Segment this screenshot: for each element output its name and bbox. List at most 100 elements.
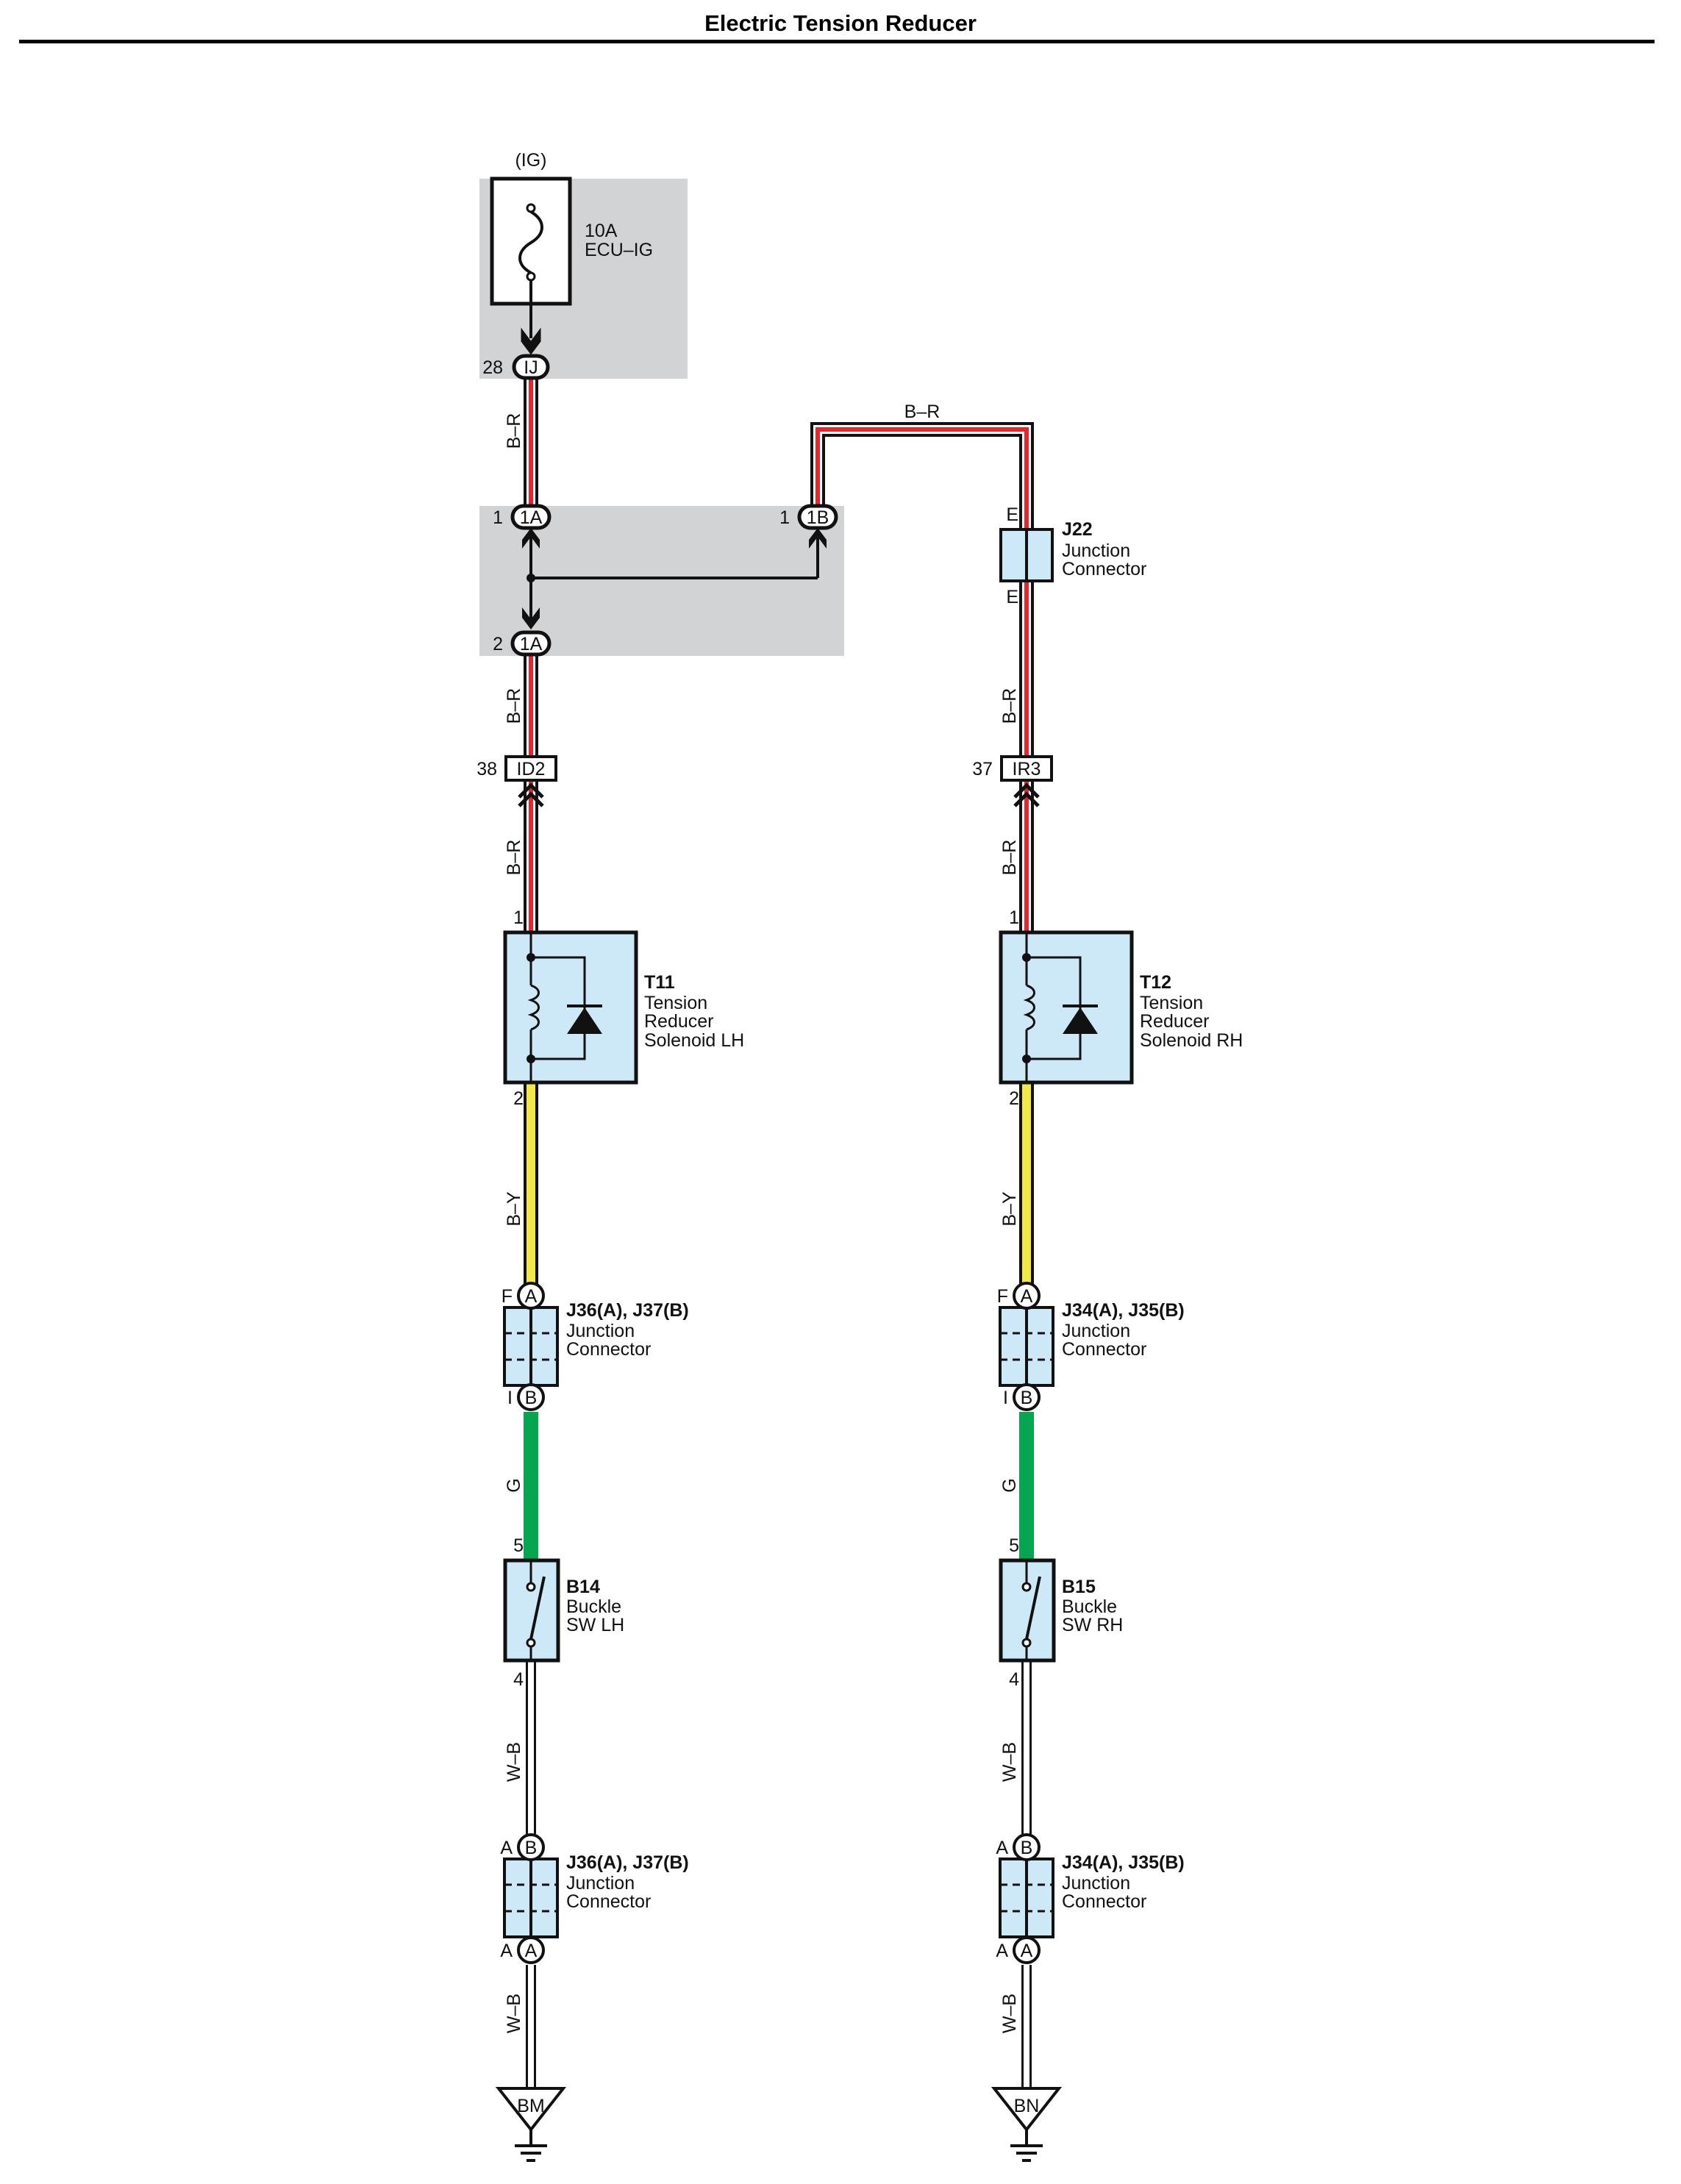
solenoid-rh-pin-bottom: 2	[1009, 1088, 1019, 1109]
svg-text:B: B	[1021, 1388, 1033, 1408]
j22-line2: Connector	[1062, 559, 1146, 579]
wire-label-right-lower: B–R	[999, 840, 1020, 876]
jc-right-lower-line2: Connector	[1062, 1891, 1146, 1912]
arrow-down-icon	[521, 327, 541, 355]
fuse-name: ECU–IG	[585, 240, 653, 260]
svg-text:1A: 1A	[520, 507, 543, 528]
connector-id2-pin: 38	[477, 759, 497, 779]
buckle-switch-lh-icon	[503, 1558, 560, 1663]
j22-junction-connector	[999, 528, 1054, 582]
jc-right-lower-top-pin: A	[996, 1838, 1008, 1858]
j22-id: J22	[1062, 519, 1093, 540]
buckle-rh-pin-top: 5	[1009, 1535, 1019, 1556]
jc-right-lower: B A	[999, 1833, 1054, 1964]
jc-right-upper-top-pin: F	[997, 1286, 1008, 1307]
page-title: Electric Tension Reducer	[704, 10, 977, 36]
wire-label-left-lower: B–R	[504, 840, 524, 876]
solenoid-lh-id: T11	[644, 972, 675, 993]
buckle-lh-pin-bottom: 4	[513, 1669, 524, 1690]
solenoid-lh-line1: Tension	[644, 993, 707, 1013]
svg-text:B: B	[525, 1388, 538, 1408]
solenoid-rh-line3: Solenoid RH	[1140, 1030, 1243, 1051]
connector-ij-pin: 28	[482, 357, 503, 378]
solenoid-rh-id: T12	[1140, 972, 1171, 993]
wire-label-left-mid: B–R	[504, 688, 524, 724]
connector-1a-upper-pin: 1	[493, 507, 503, 528]
jc-right-upper-line1: Junction	[1062, 1321, 1130, 1341]
svg-text:A: A	[525, 1286, 538, 1307]
connector-id2: ID2	[504, 755, 557, 807]
jc-left-upper: A B	[503, 1282, 559, 1411]
ground-right-icon: BN	[993, 2087, 1060, 2162]
solenoid-lh-line2: Reducer	[644, 1011, 714, 1032]
svg-text:A: A	[525, 1941, 538, 1961]
svg-text:1B: 1B	[807, 507, 829, 528]
solenoid-lh-line3: Solenoid LH	[644, 1030, 744, 1051]
svg-text:A: A	[1021, 1286, 1033, 1307]
jc-left-lower-top-pin: A	[500, 1838, 513, 1858]
buckle-lh-line2: SW LH	[566, 1615, 624, 1635]
connector-ij: IJ	[512, 354, 550, 380]
jc-left-lower-id: J36(A), J37(B)	[566, 1852, 689, 1873]
solenoid-rh-icon	[999, 930, 1134, 1085]
svg-text:ID2: ID2	[517, 759, 546, 779]
title-rule	[19, 40, 1655, 43]
solenoid-rh-line2: Reducer	[1140, 1011, 1210, 1032]
buckle-rh-line2: SW RH	[1062, 1615, 1123, 1635]
svg-text:A: A	[1021, 1941, 1033, 1961]
solenoid-rh-pin-top: 1	[1009, 907, 1019, 928]
jc-left-upper-line2: Connector	[566, 1339, 651, 1360]
svg-text:BM: BM	[517, 2096, 545, 2116]
wire-label-right-mid: B–R	[999, 688, 1020, 724]
wire-label-right-wb-upper: W–B	[999, 1742, 1020, 1782]
j22-pin-top: E	[1006, 504, 1018, 525]
solenoid-rh-line1: Tension	[1140, 993, 1203, 1013]
jc-right-lower-bottom-pin: A	[996, 1941, 1008, 1961]
power-source-label: (IG)	[515, 150, 546, 171]
wire-label-left-yellow: B–Y	[504, 1191, 524, 1227]
svg-text:BN: BN	[1014, 2096, 1040, 2116]
connector-1b-pin: 1	[779, 507, 790, 528]
junction-block-bus	[522, 528, 827, 629]
jc-right-lower-line1: Junction	[1062, 1873, 1130, 1894]
jc-left-lower-line2: Connector	[566, 1891, 651, 1912]
ground-left-icon: BM	[497, 2087, 565, 2162]
connector-ir3-pin: 37	[972, 759, 993, 779]
wire-label-crossover: B–R	[904, 402, 941, 422]
connector-1b: 1B	[797, 504, 838, 530]
jc-left-upper-bottom-pin: I	[507, 1388, 513, 1408]
buckle-rh-line1: Buckle	[1062, 1596, 1117, 1617]
fuse-icon	[490, 176, 572, 338]
j22-line1: Junction	[1062, 540, 1130, 561]
jc-right-upper: A B	[999, 1282, 1054, 1411]
wire-label-left-wb-upper: W–B	[504, 1742, 524, 1782]
fuse-rating: 10A	[585, 221, 618, 241]
wire-label-left-upper: B–R	[504, 413, 524, 449]
svg-text:B: B	[1021, 1838, 1033, 1858]
buckle-rh-pin-bottom: 4	[1009, 1669, 1019, 1690]
connector-1a-lower-pin: 2	[493, 634, 503, 654]
connector-ir3: IR3	[1000, 755, 1053, 807]
jc-left-upper-top-pin: F	[502, 1286, 513, 1307]
jc-right-upper-bottom-pin: I	[1003, 1388, 1008, 1408]
wire-label-left-green: G	[504, 1478, 524, 1492]
buckle-rh-id: B15	[1062, 1577, 1096, 1597]
connector-1a-lower: 1A	[510, 630, 552, 657]
jc-right-upper-line2: Connector	[1062, 1339, 1146, 1360]
svg-text:B: B	[525, 1838, 538, 1858]
connector-1a-upper: 1A	[510, 504, 552, 530]
jc-right-lower-id: J34(A), J35(B)	[1062, 1852, 1185, 1873]
wire-br-crossover	[810, 422, 1034, 528]
buckle-lh-pin-top: 5	[513, 1535, 524, 1556]
svg-text:1A: 1A	[520, 634, 543, 654]
svg-text:IR3: IR3	[1013, 759, 1041, 779]
solenoid-lh-icon	[503, 930, 638, 1085]
buckle-lh-id: B14	[566, 1577, 600, 1597]
jc-left-upper-id: J36(A), J37(B)	[566, 1300, 689, 1321]
svg-text:IJ: IJ	[524, 357, 538, 378]
solenoid-lh-pin-bottom: 2	[513, 1088, 524, 1109]
buckle-lh-line1: Buckle	[566, 1596, 621, 1617]
buckle-switch-rh-icon	[999, 1558, 1056, 1663]
jc-left-lower-line1: Junction	[566, 1873, 635, 1894]
